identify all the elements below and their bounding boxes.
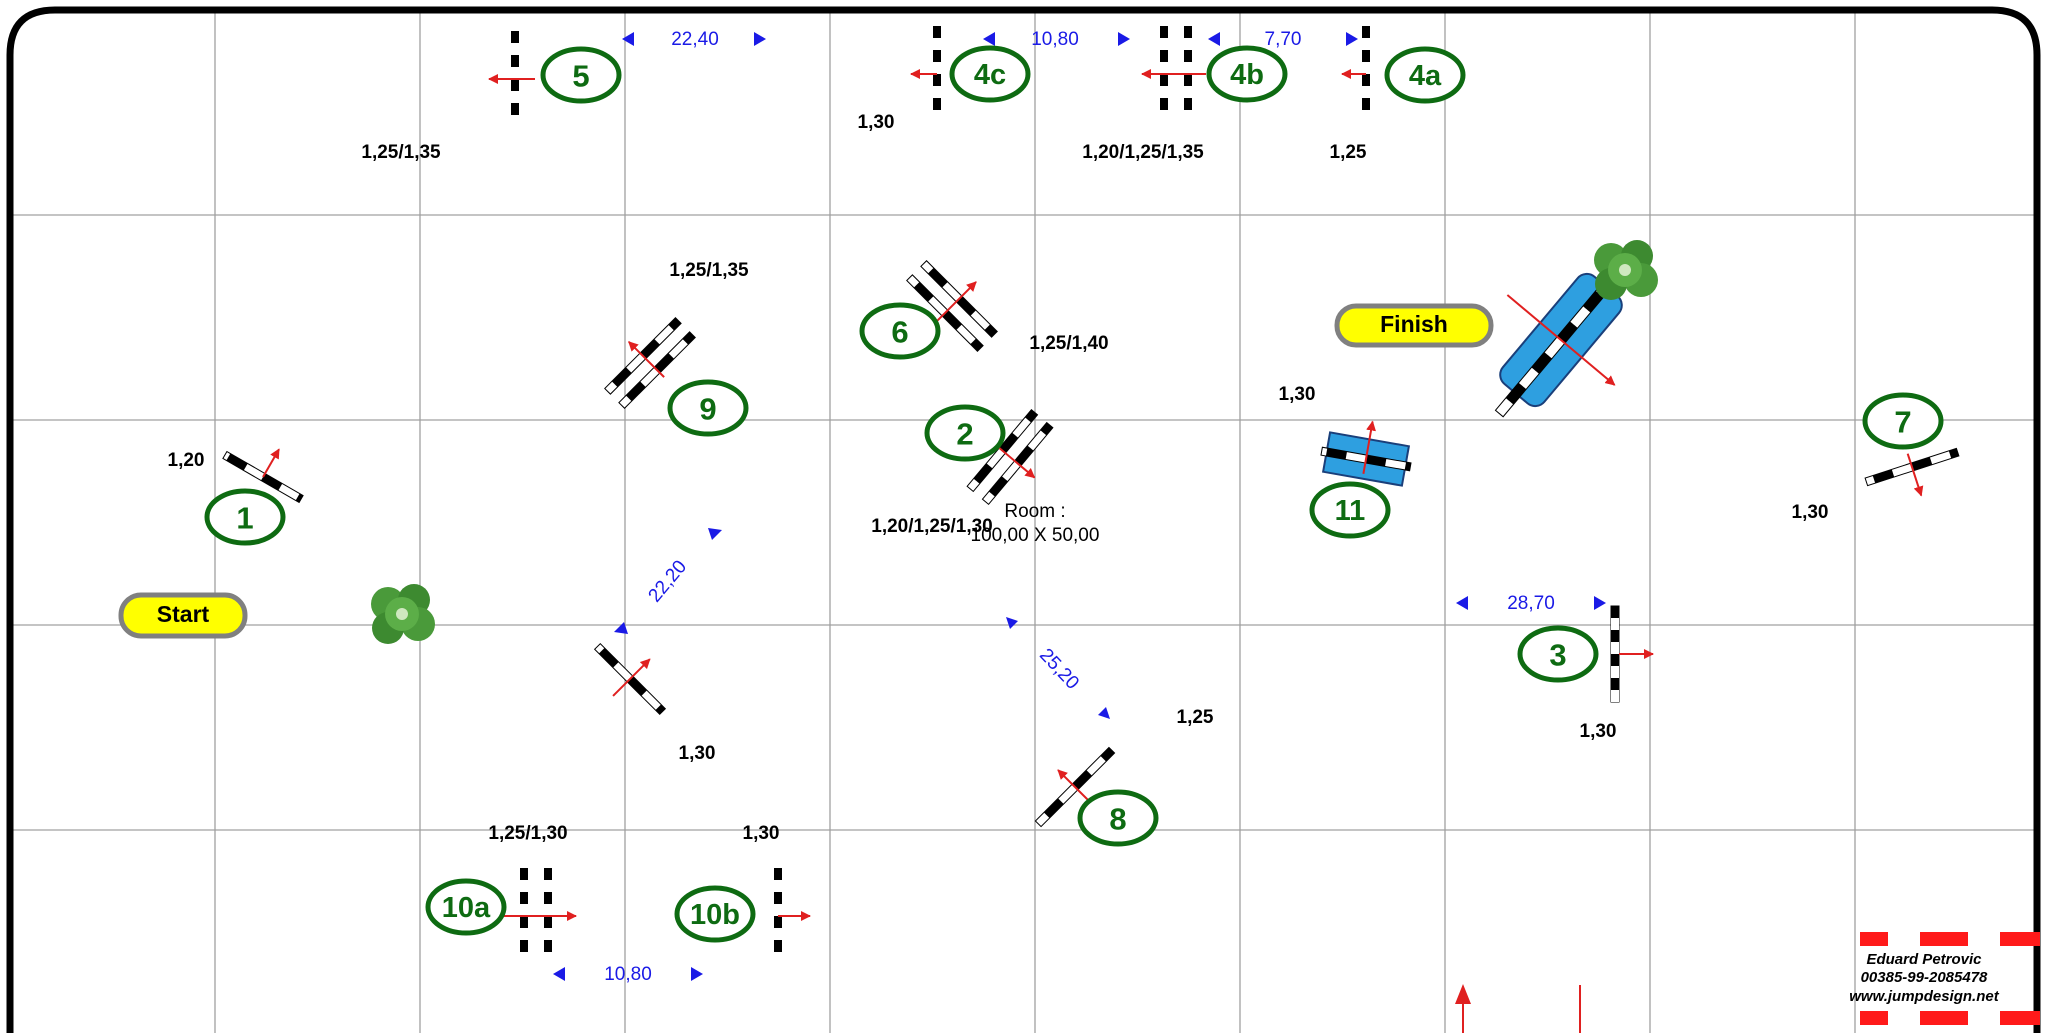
height-4a: 1,25 — [1330, 142, 1367, 163]
height-4b: 1,20/1,25/1,35 — [1082, 142, 1204, 163]
arena-grid — [10, 10, 2037, 1033]
svg-text:Finish: Finish — [1380, 311, 1448, 337]
water-jump-x2 — [1494, 262, 1628, 418]
jump-5 — [488, 31, 535, 127]
height-2: 1,20/1,25/1,30 — [871, 516, 993, 537]
jump-8 — [1034, 746, 1116, 828]
jump-2 — [966, 408, 1054, 506]
jump-number-8: 8 — [1077, 789, 1159, 847]
jump-number-label: 9 — [699, 392, 716, 427]
bush-icon — [1594, 240, 1658, 300]
jump-4c — [910, 26, 941, 122]
height-3: 1,30 — [1580, 721, 1617, 742]
svg-text:100,00 X 50,00: 100,00 X 50,00 — [971, 525, 1100, 546]
entrance-arrowhead-icon — [1455, 984, 1471, 1004]
jump-number-10a: 10a — [425, 878, 507, 936]
start-label: Start — [118, 592, 248, 639]
jump-number-5: 5 — [540, 46, 622, 104]
jump-number-label: 10a — [442, 892, 491, 924]
water-jump-11 — [1320, 420, 1412, 487]
jump-number-11: 11 — [1309, 481, 1391, 539]
height-6: 1,25/1,40 — [1029, 333, 1108, 354]
jump-numbers: 1 2 3 4a 4b 4c 5 6 7 8 9 10a 10b 11 — [204, 45, 1944, 943]
jump-heights: 1,25/1,35 1,30 1,20/1,25/1,35 1,25 1,25/… — [168, 112, 1829, 844]
distance-2-8: 25,20 — [1035, 645, 1083, 694]
jump-number-label: 6 — [891, 315, 908, 350]
jump-10b — [774, 868, 811, 964]
height-1: 1,20 — [168, 450, 205, 471]
distance-4c-4b: 10,80 — [1031, 29, 1079, 50]
jump-number-4a: 4a — [1384, 46, 1466, 104]
jump-number-10b: 10b — [674, 885, 756, 943]
jump-number-label: 1 — [236, 501, 253, 536]
height-10a: 1,25/1,30 — [488, 823, 567, 844]
credit-web: www.jumpdesign.net — [1849, 988, 1999, 1005]
jump-7 — [1864, 447, 1960, 497]
finish-label: Finish — [1334, 303, 1494, 348]
jump-number-9: 9 — [667, 379, 749, 437]
jump-4a — [1341, 26, 1370, 122]
distance-3: 28,70 — [1507, 593, 1555, 614]
jump-number-label: 8 — [1109, 802, 1126, 837]
jump-number-label: 11 — [1335, 495, 1366, 527]
jump-number-label: 7 — [1894, 405, 1911, 440]
jump-number-label: 4c — [974, 59, 1006, 91]
jump-number-label: 4b — [1230, 59, 1264, 91]
jump-number-label: 2 — [956, 417, 973, 452]
jump-1 — [222, 448, 304, 504]
height-10b: 1,30 — [743, 823, 780, 844]
jump-number-label: 4a — [1409, 60, 1442, 92]
distance-markers — [553, 32, 1606, 981]
svg-text:Start: Start — [157, 601, 210, 627]
jump-number-3: 3 — [1517, 625, 1599, 683]
height-5: 1,25/1,35 — [361, 142, 441, 163]
svg-text:Room :: Room : — [1004, 501, 1065, 522]
jump-3-rail — [1611, 606, 1619, 702]
height-7: 1,30 — [1792, 502, 1829, 523]
arena-border — [6, 6, 2041, 1033]
jump-6 — [906, 260, 998, 352]
height-8: 1,25 — [1177, 707, 1214, 728]
distance-9: 22,20 — [644, 557, 691, 607]
jump-number-2: 2 — [924, 404, 1006, 462]
jump-number-4b: 4b — [1206, 45, 1288, 103]
jump-number-label: 10b — [690, 899, 740, 931]
credit-phone: 00385-99-2085478 — [1861, 969, 1988, 986]
designer-credit: Eduard Petrovic 00385-99-2085478 www.jum… — [1849, 932, 2040, 1025]
distance-5-4c: 22,40 — [671, 29, 719, 50]
jump-10a — [502, 868, 577, 964]
jump-number-label: 5 — [572, 59, 589, 94]
jump-x1 — [593, 642, 667, 716]
distance-4b-4a: 7,70 — [1265, 29, 1302, 50]
jump-number-1: 1 — [204, 488, 286, 546]
room-size-label: Room : 100,00 X 50,00 — [971, 501, 1100, 546]
jump-9 — [604, 317, 696, 409]
distance-10: 10,80 — [604, 964, 652, 985]
jump-number-label: 3 — [1549, 638, 1566, 673]
credit-name: Eduard Petrovic — [1866, 951, 1982, 968]
jump-4b — [1141, 26, 1206, 122]
jump-number-4c: 4c — [949, 45, 1031, 103]
height-4c: 1,30 — [858, 112, 895, 133]
jump-number-7: 7 — [1862, 392, 1944, 450]
height-x1: 1,30 — [679, 743, 716, 764]
jump-number-6: 6 — [859, 302, 941, 360]
height-11: 1,30 — [1279, 384, 1316, 405]
bush-icon — [371, 584, 435, 644]
height-9: 1,25/1,35 — [669, 260, 749, 281]
